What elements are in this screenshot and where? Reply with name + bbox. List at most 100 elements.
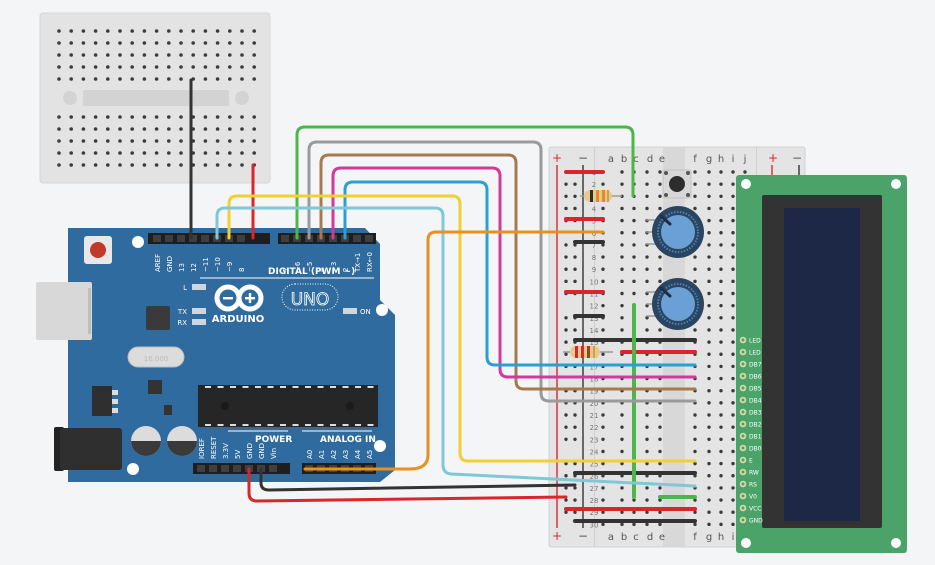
hole (167, 77, 171, 81)
hole (167, 139, 171, 143)
resistor-1[interactable] (580, 190, 622, 202)
power-header-label: POWER (255, 435, 292, 445)
hole (240, 115, 244, 119)
hole (240, 139, 244, 143)
mini-breadboard-holes (57, 29, 256, 167)
lcd-pin-label: LED (749, 350, 761, 357)
header-pin[interactable] (353, 235, 361, 242)
hole (564, 474, 568, 478)
hole (81, 41, 86, 45)
pushbutton[interactable] (662, 169, 692, 199)
row-label: 26 (590, 473, 599, 481)
pin-label: A5 (366, 450, 374, 459)
hole (707, 522, 711, 527)
hole (620, 279, 624, 284)
hole (620, 437, 624, 441)
hole (564, 316, 568, 320)
row-label: 24 (590, 448, 599, 456)
hole (154, 127, 159, 131)
hole (645, 461, 649, 466)
header-pin[interactable] (165, 235, 173, 242)
hole (142, 163, 147, 167)
arduino-uno-board[interactable]: 16.000 L TX RX ON (36, 228, 395, 482)
hole (240, 163, 244, 167)
hole (179, 77, 183, 81)
lcd-pin-label: VCC (749, 506, 761, 513)
hole (645, 279, 649, 284)
hole (191, 29, 195, 33)
header-pin[interactable] (197, 465, 205, 472)
hole (658, 498, 662, 502)
hole (601, 279, 605, 284)
hole (620, 486, 624, 490)
hole (731, 231, 735, 235)
header-pin[interactable] (209, 465, 217, 472)
hole (620, 449, 624, 454)
hole (645, 182, 649, 186)
hole (707, 364, 711, 369)
hole (719, 328, 723, 332)
hole (142, 115, 147, 119)
hole (57, 29, 61, 33)
hole (106, 77, 110, 81)
hole (57, 41, 61, 45)
hole (601, 461, 605, 466)
row-label: 19 (590, 388, 599, 396)
hole (731, 194, 735, 198)
header-pin[interactable] (269, 465, 277, 472)
hole (731, 206, 735, 211)
header-pin[interactable] (365, 235, 373, 242)
potentiometer-2[interactable] (646, 278, 704, 330)
hole (154, 41, 159, 45)
mini-breadboard[interactable] (39, 12, 271, 184)
hole (632, 218, 636, 223)
hole (179, 139, 183, 143)
digital-header-right (278, 233, 376, 244)
column-label: d (647, 532, 653, 543)
resistor-2[interactable] (563, 346, 613, 358)
wire-black-gnd (259, 467, 577, 492)
hole (573, 510, 577, 514)
pin-label: 4 (318, 267, 326, 272)
header-pin[interactable] (281, 235, 289, 242)
hole (601, 437, 605, 441)
hole (719, 303, 723, 308)
hole (130, 151, 134, 155)
column-label: b (621, 154, 627, 165)
hole (645, 449, 649, 454)
hole (731, 303, 735, 308)
hole (601, 413, 605, 417)
hole (252, 151, 256, 155)
pin-label: ~6 (294, 261, 302, 272)
header-pin[interactable] (237, 235, 245, 242)
potentiometer-1[interactable] (646, 206, 704, 258)
hole (106, 115, 110, 119)
header-pin[interactable] (221, 465, 229, 472)
header-pin[interactable] (177, 235, 185, 242)
hole (228, 41, 232, 45)
pin-label: TX→1 (354, 253, 362, 273)
hole (81, 151, 86, 155)
header-pin[interactable] (189, 235, 197, 242)
hole (620, 461, 624, 466)
hole (658, 425, 662, 429)
hole (658, 449, 662, 454)
hole (731, 461, 735, 466)
hole (93, 163, 98, 167)
hole (645, 522, 649, 527)
row-label: 6 (592, 230, 597, 238)
lcd-16x2[interactable]: LEDLEDDB7DB6DB5DB4DB3DB2DB1DB0ERWRSV0VCC… (736, 175, 907, 553)
header-pin[interactable] (201, 235, 209, 242)
column-label: a (608, 154, 614, 165)
hole (203, 77, 208, 81)
pin-label: A3 (342, 450, 350, 459)
hole (167, 53, 171, 57)
hole (564, 267, 568, 271)
header-pin[interactable] (153, 235, 161, 242)
hole (707, 413, 711, 417)
hole (693, 267, 697, 271)
hole (620, 510, 624, 514)
hole (620, 206, 624, 211)
hole (118, 127, 122, 131)
header-pin[interactable] (233, 465, 241, 472)
